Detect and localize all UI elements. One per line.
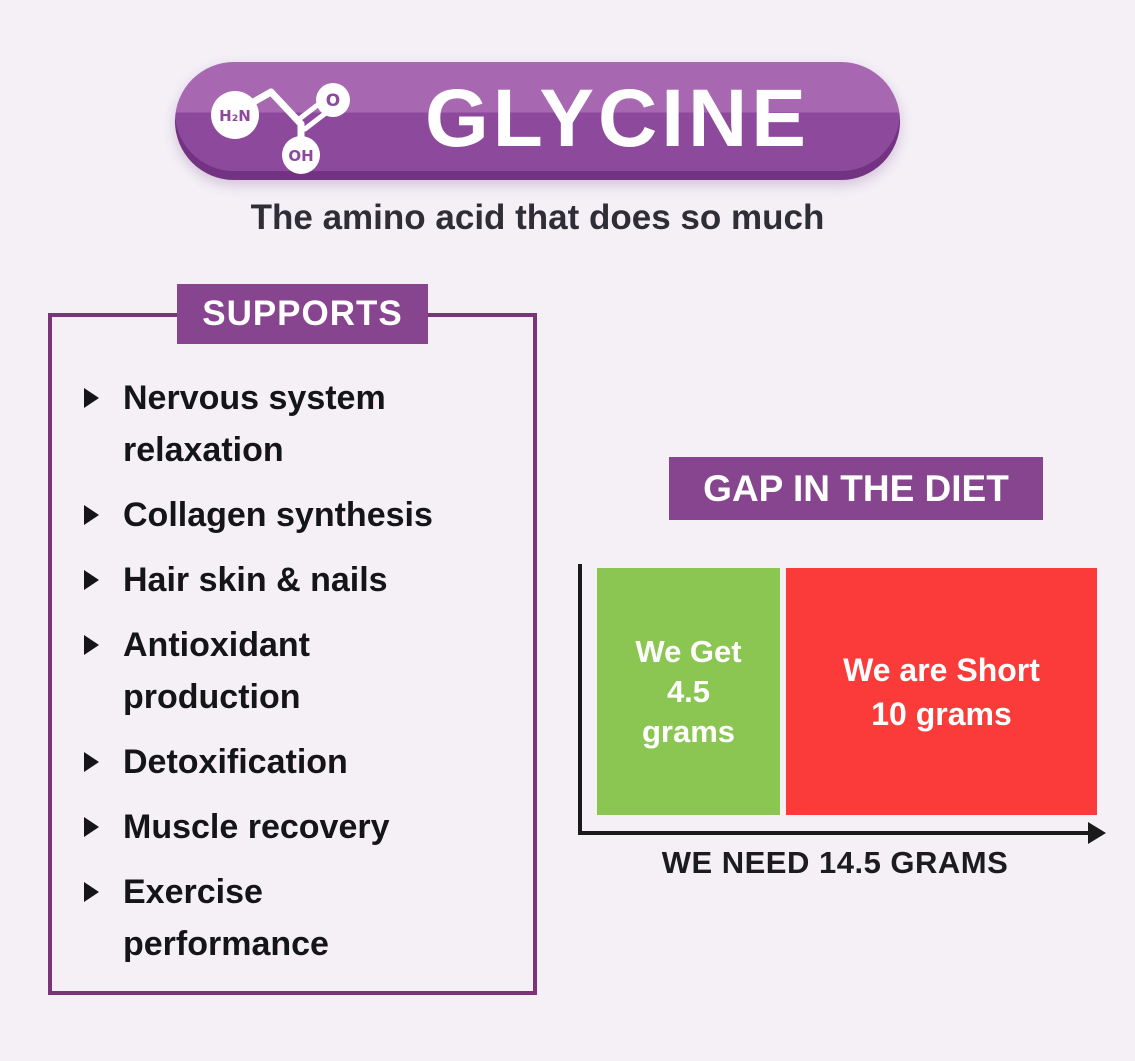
list-item-label: Muscle recovery bbox=[123, 808, 390, 846]
chart-x-axis-label: WE NEED 14.5 GRAMS bbox=[661, 845, 1009, 880]
supports-list: Nervous system relaxation Collagen synth… bbox=[84, 372, 433, 983]
list-item: Exercise performance bbox=[84, 866, 433, 970]
chart-x-axis bbox=[578, 831, 1092, 835]
list-item: Muscle recovery bbox=[84, 801, 433, 853]
supports-heading-badge: SUPPORTS bbox=[177, 284, 428, 344]
subtitle-wrap: The amino acid that does so much bbox=[175, 198, 900, 238]
list-item: Antioxidant production bbox=[84, 619, 433, 723]
hydroxyl-group-label: OH bbox=[288, 147, 313, 165]
page-title: GLYCINE bbox=[425, 73, 810, 164]
list-item-label: Detoxification bbox=[123, 743, 348, 781]
glycine-molecule-icon: H₂N O OH bbox=[211, 83, 350, 174]
triangle-bullet-icon bbox=[84, 388, 99, 408]
list-item-label: Hair skin & nails bbox=[123, 561, 388, 599]
list-item-label: Exercise performance bbox=[123, 873, 329, 963]
triangle-bullet-icon bbox=[84, 817, 99, 837]
triangle-bullet-icon bbox=[84, 505, 99, 525]
list-item: Collagen synthesis bbox=[84, 489, 433, 541]
list-item-label: Antioxidant production bbox=[123, 626, 310, 716]
triangle-bullet-icon bbox=[84, 570, 99, 590]
oxygen-atom-label: O bbox=[326, 91, 340, 111]
list-item: Hair skin & nails bbox=[84, 554, 433, 606]
list-item: Detoxification bbox=[84, 736, 433, 788]
axis-arrowhead-icon bbox=[1088, 822, 1106, 844]
gap-chart-title-badge: GAP IN THE DIET bbox=[669, 457, 1043, 520]
page-subtitle: The amino acid that does so much bbox=[250, 198, 825, 237]
triangle-bullet-icon bbox=[84, 635, 99, 655]
chart-y-axis bbox=[578, 564, 582, 835]
header-banner: H₂N O OH GLYCINE bbox=[175, 62, 900, 180]
triangle-bullet-icon bbox=[84, 882, 99, 902]
list-item-label: Collagen synthesis bbox=[123, 496, 433, 534]
list-item-label: Nervous system relaxation bbox=[123, 379, 386, 469]
amine-group-label: H₂N bbox=[219, 107, 251, 125]
triangle-bullet-icon bbox=[84, 752, 99, 772]
list-item: Nervous system relaxation bbox=[84, 372, 433, 476]
bar-we-are-short: We are Short 10 grams bbox=[786, 568, 1097, 815]
bar-we-get: We Get 4.5 grams bbox=[597, 568, 780, 815]
